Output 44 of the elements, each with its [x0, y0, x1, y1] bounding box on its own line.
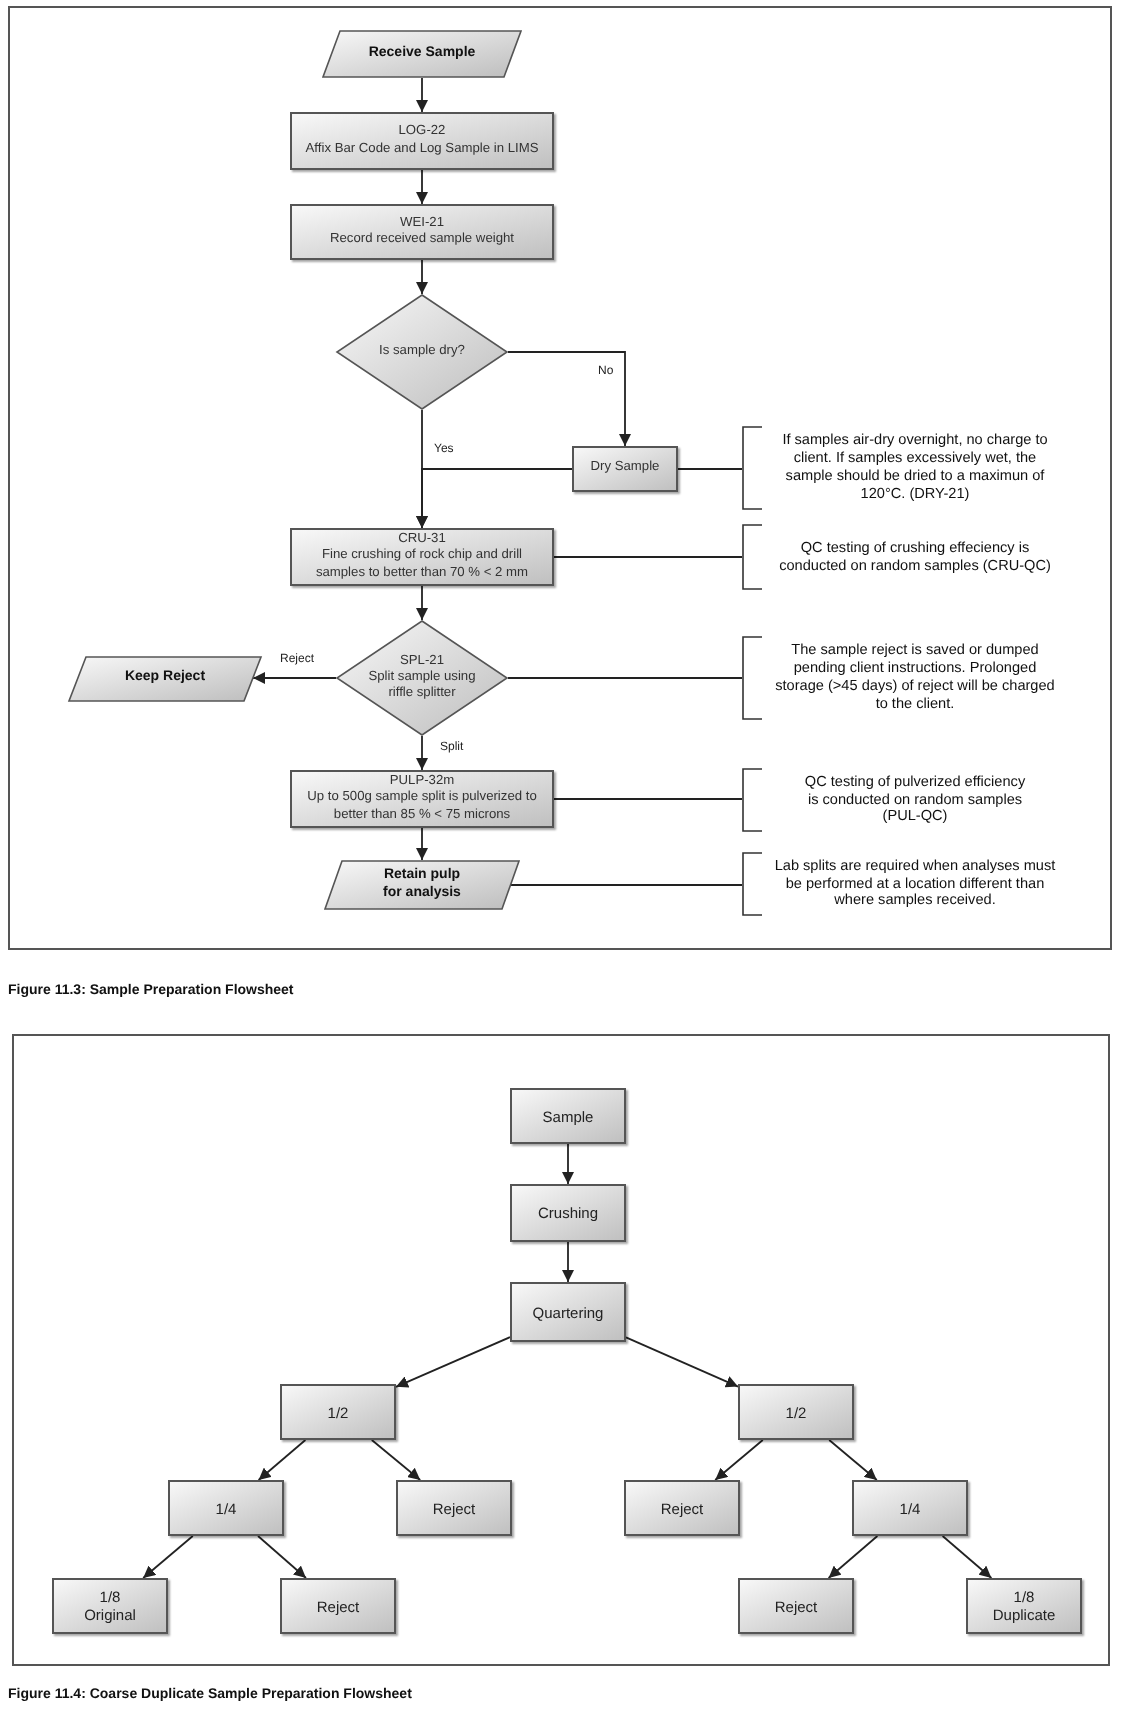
arrow: [828, 1439, 878, 1481]
arrow: [416, 827, 428, 861]
process-box: [510, 1184, 626, 1242]
arrow: [257, 1439, 307, 1481]
process-box: [290, 112, 554, 170]
process-box: [572, 446, 678, 492]
process-box: [280, 1384, 396, 1440]
process-box: [738, 1384, 854, 1440]
arrow: [416, 585, 428, 621]
connector-line: [553, 556, 743, 558]
arrow: [827, 1535, 879, 1579]
connector-line: [507, 677, 743, 679]
arrow: [625, 1336, 739, 1388]
process-box: [290, 528, 554, 586]
process-box: [280, 1578, 396, 1634]
arrow: [142, 1535, 194, 1579]
process-box: [510, 1282, 626, 1342]
arrow: [562, 1143, 574, 1185]
arrow: [507, 351, 631, 447]
process-box: [624, 1480, 740, 1536]
arrow: [416, 259, 428, 295]
process-box: [290, 204, 554, 260]
process-box: [510, 1088, 626, 1144]
arrow: [416, 735, 428, 771]
connector-line: [677, 468, 743, 470]
arrow: [370, 1439, 422, 1481]
arrow: [252, 672, 337, 684]
connector-line: [510, 884, 743, 886]
arrow: [941, 1535, 993, 1579]
arrow: [714, 1439, 764, 1481]
process-box: [52, 1578, 168, 1634]
arrow: [416, 77, 428, 113]
arrow: [416, 169, 428, 205]
arrow: [257, 1535, 307, 1579]
process-box: [290, 770, 554, 828]
process-box: [966, 1578, 1082, 1634]
process-box: [168, 1480, 284, 1536]
arrow: [395, 1336, 511, 1388]
connector-line: [553, 798, 743, 800]
arrow: [416, 468, 573, 529]
process-box: [396, 1480, 512, 1536]
process-box: [738, 1578, 854, 1634]
process-box: [852, 1480, 968, 1536]
arrow: [562, 1241, 574, 1283]
